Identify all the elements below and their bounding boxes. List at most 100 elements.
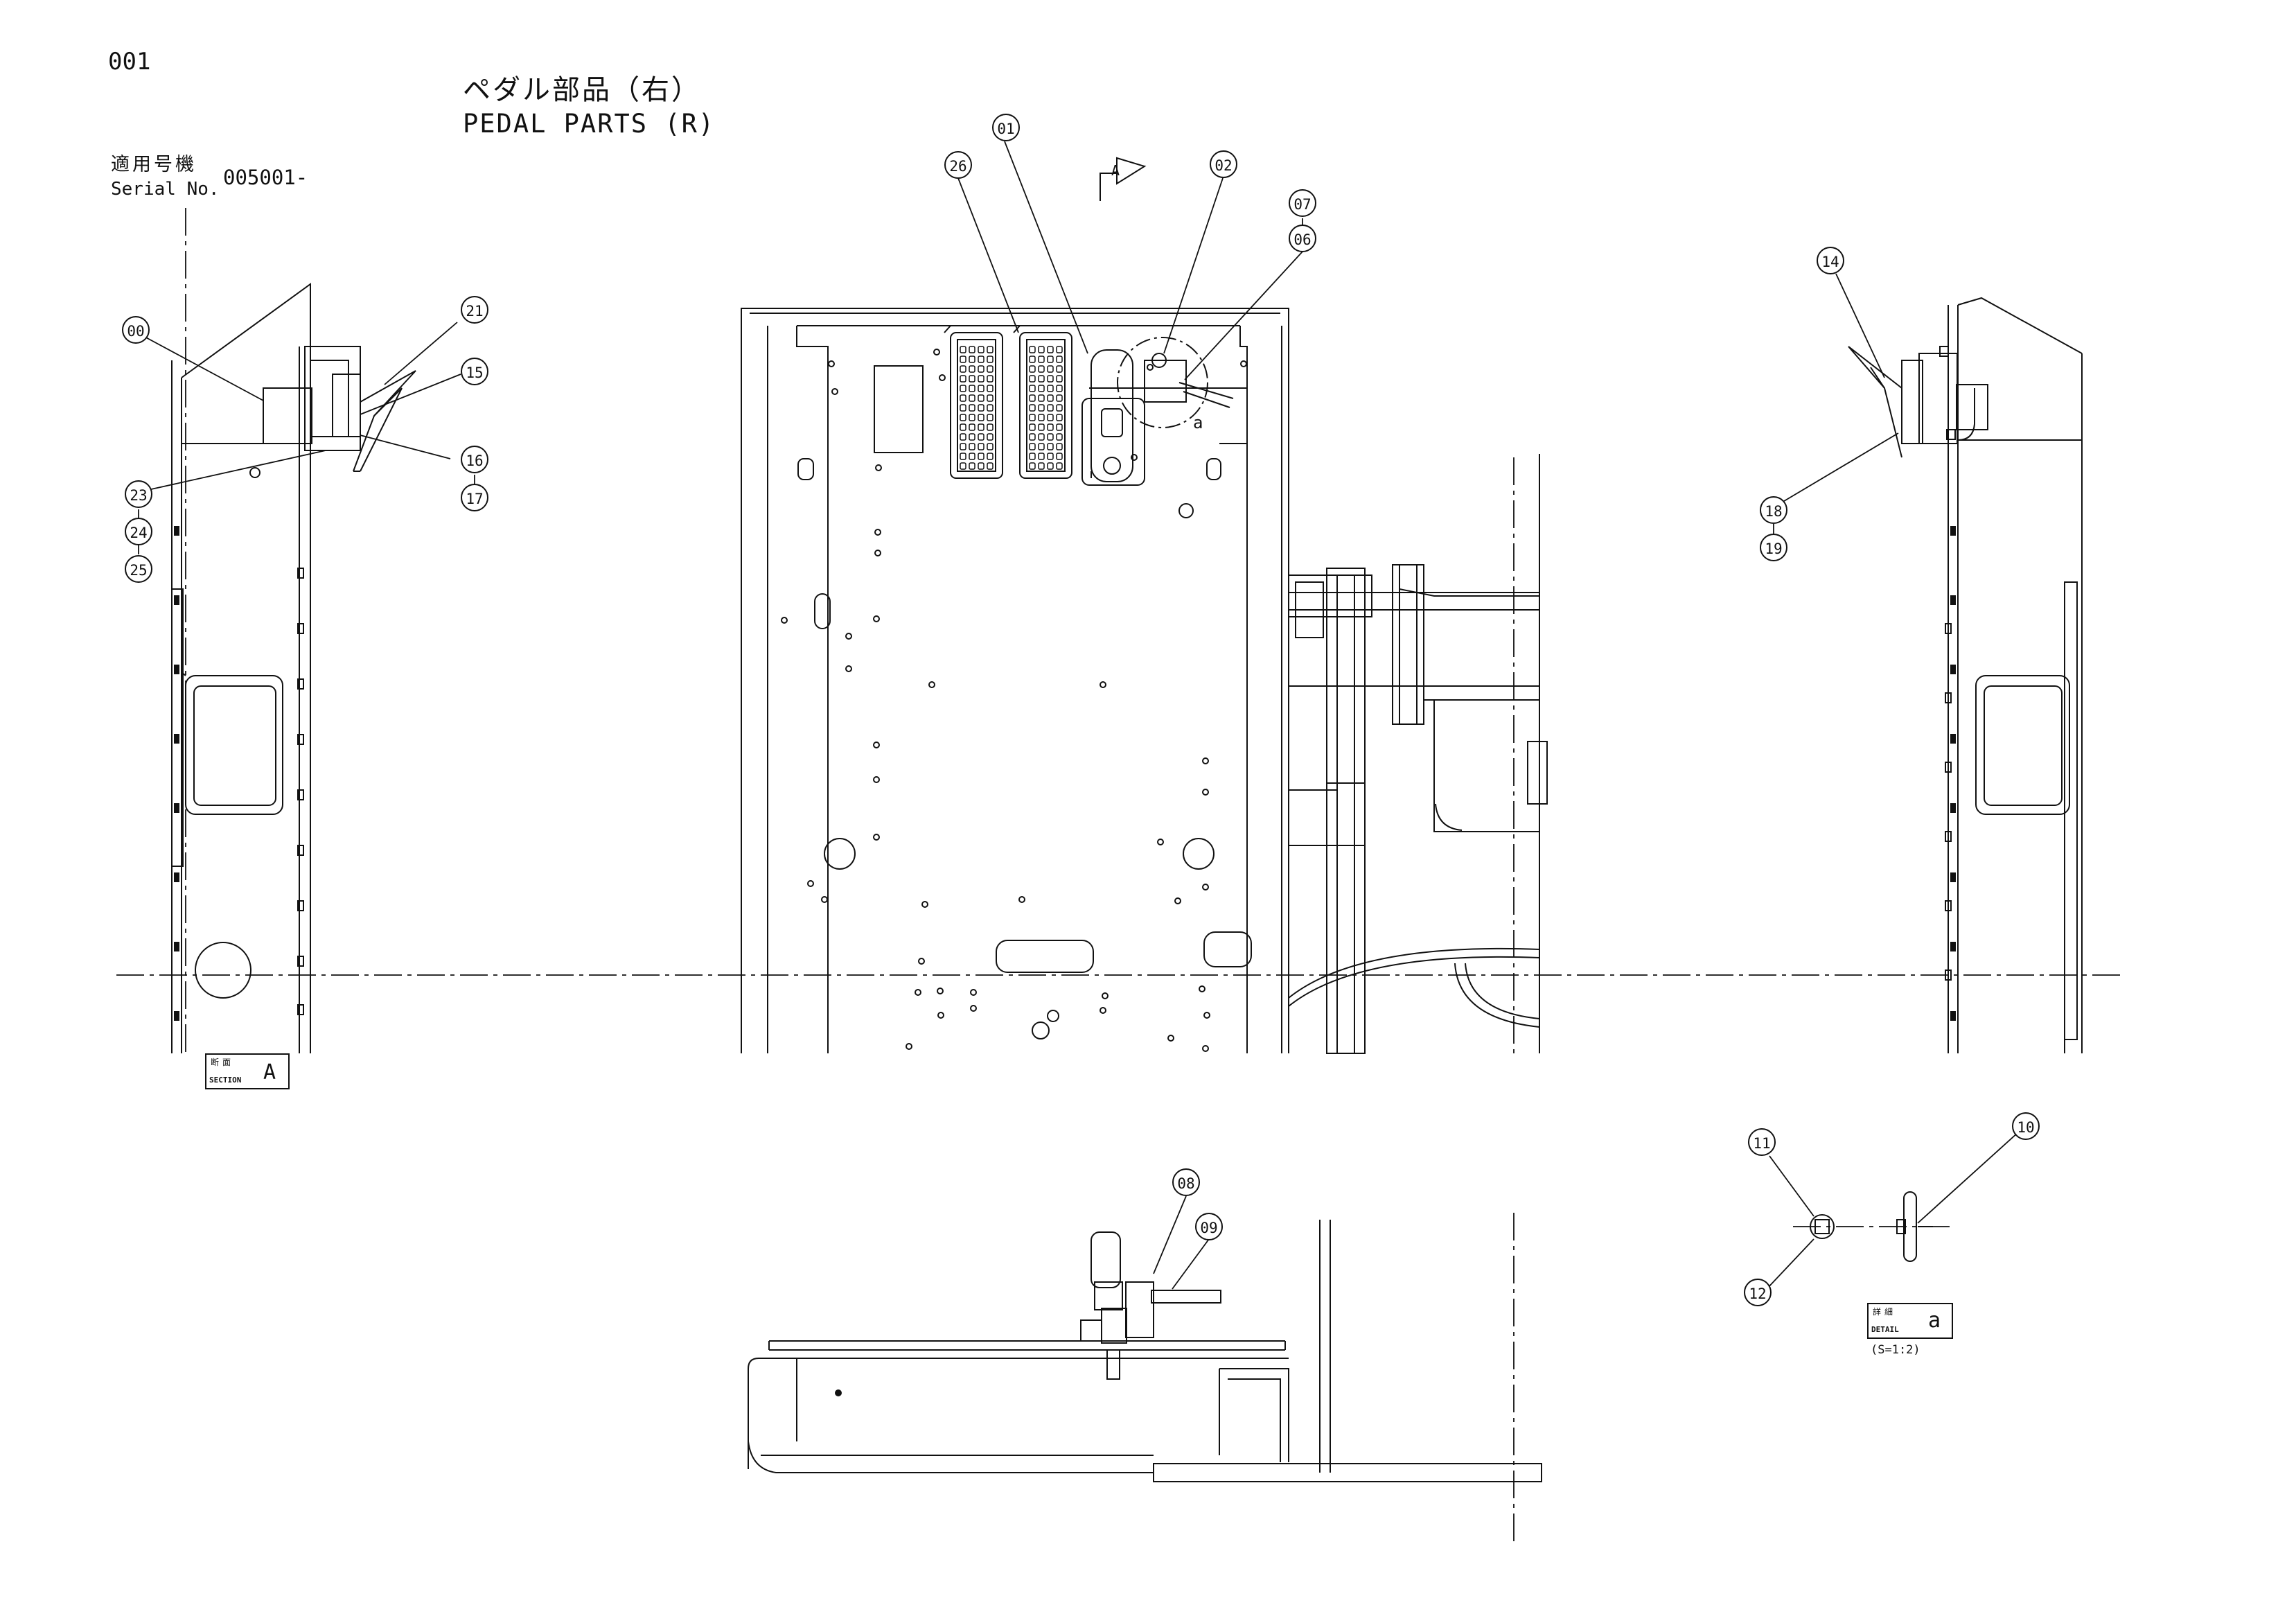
- pedal-tread-cell: [1029, 433, 1036, 441]
- pedal-tread-cell: [987, 462, 994, 470]
- plan-hole: [845, 665, 852, 672]
- frame-pins: [174, 526, 1956, 1021]
- view-arrow-a: [1100, 157, 1147, 201]
- pedal-tread-cell: [1038, 453, 1045, 460]
- title-japanese: ペダル部品（右）: [463, 74, 701, 106]
- callout-11: 11: [1748, 1128, 1776, 1156]
- detail-label-box: 詳細 DETAIL a: [1867, 1303, 1953, 1339]
- plan-hole: [807, 880, 814, 887]
- view-arrow-letter: A: [1111, 162, 1120, 179]
- pedal-tread-cell: [987, 394, 994, 402]
- pedal-tread-cell: [1029, 423, 1036, 431]
- frame-pin: [1950, 872, 1956, 882]
- pedal-tread-cell: [1047, 433, 1054, 441]
- plan-hole: [828, 360, 835, 367]
- pedal-tread-cell: [1056, 385, 1063, 392]
- plan-hole: [873, 834, 880, 841]
- plan-holes: [781, 349, 1247, 1052]
- pedal-tread-cell: [1029, 385, 1036, 392]
- callout-12: 12: [1744, 1279, 1772, 1306]
- pedal-tread-cell: [1029, 443, 1036, 450]
- plan-hole: [1202, 757, 1209, 764]
- plan-hole: [821, 896, 828, 903]
- pedal-tread-cell: [978, 433, 984, 441]
- pedal-tread-cell: [987, 346, 994, 353]
- callout-02: 02: [1210, 150, 1237, 178]
- pedal-tread-cell: [1047, 385, 1054, 392]
- frame-pin: [1950, 803, 1956, 813]
- pedal-tread-cell: [1047, 346, 1054, 353]
- pedal-tread-cell: [978, 423, 984, 431]
- pedal-tread-cell: [969, 453, 975, 460]
- plan-hole: [1167, 1035, 1174, 1042]
- frame-pin: [1950, 665, 1956, 674]
- plan-hole: [937, 1012, 944, 1019]
- pedal-tread-cell: [960, 375, 966, 383]
- callout-15: 15: [461, 358, 488, 385]
- pedal-tread-cell: [969, 443, 975, 450]
- center-lines: [116, 208, 2120, 1542]
- central-plan-view: [741, 308, 1289, 1053]
- callout-21: 21: [461, 296, 488, 324]
- pedal-tread-cell: [969, 375, 975, 383]
- pedal-tread-cell: [1056, 453, 1063, 460]
- plan-hole: [874, 550, 881, 556]
- pedal-tread-cell: [1038, 414, 1045, 421]
- pedal-tread-cell: [1047, 443, 1054, 450]
- plan-hole: [1157, 839, 1164, 845]
- plan-hole: [970, 1005, 977, 1012]
- pedal-tread-cell: [960, 404, 966, 412]
- pedal-tread-cell: [987, 365, 994, 373]
- pedal-tread-cell: [1056, 356, 1063, 363]
- callout-25: 25: [125, 555, 152, 583]
- pedal-tread-cell: [978, 443, 984, 450]
- pedal-tread-cell: [1029, 453, 1036, 460]
- frame-side-structure: [1288, 454, 1548, 1054]
- pedal-tread-cell: [1056, 375, 1063, 383]
- pedal-tread-cell: [987, 443, 994, 450]
- plan-hole: [873, 776, 880, 783]
- pedal-tread-cell: [969, 423, 975, 431]
- pedal-tread-cell: [1038, 365, 1045, 373]
- pedal-tread-cell: [1038, 385, 1045, 392]
- frame-pin: [1950, 526, 1956, 536]
- pedal-tread-cell: [987, 423, 994, 431]
- plan-hole: [937, 988, 944, 994]
- serial-label-japanese: 適用号機: [111, 154, 197, 175]
- section-label-letter: A: [263, 1060, 276, 1085]
- pedal-tread-cell: [1056, 423, 1063, 431]
- pedal-tread-cell: [1029, 404, 1036, 412]
- pedal-tread-cell: [969, 394, 975, 402]
- frame-pin: [174, 803, 179, 813]
- plan-hole: [1100, 681, 1106, 688]
- plan-hole: [845, 633, 852, 640]
- pedal-tread-cell: [969, 356, 975, 363]
- pedal-tread-cell: [960, 394, 966, 402]
- callout-17: 17: [461, 484, 488, 511]
- pedal-tread-cell: [960, 356, 966, 363]
- detail-a-view: [1810, 1191, 1933, 1262]
- section-label-english: SECTION: [209, 1076, 242, 1085]
- pedal-tread-cell: [960, 453, 966, 460]
- plan-hole: [1102, 992, 1109, 999]
- pedal-tread-cell: [1038, 423, 1045, 431]
- callout-16: 16: [461, 446, 488, 473]
- callout-18: 18: [1760, 496, 1787, 524]
- pedal-tread-cell: [1047, 414, 1054, 421]
- pedal-tread-cell: [1029, 394, 1036, 402]
- pedal-tread-cell: [1029, 356, 1036, 363]
- callout-24: 24: [125, 518, 152, 545]
- pedal-tread-cell: [1038, 356, 1045, 363]
- plan-hole: [970, 989, 977, 996]
- plan-hole: [1202, 1045, 1209, 1052]
- plan-hole: [1240, 360, 1247, 367]
- plan-hole: [1203, 1012, 1210, 1019]
- pedal-tread-cell: [1029, 346, 1036, 353]
- pedal-tread-cell: [1056, 346, 1063, 353]
- frame-pin: [174, 665, 179, 674]
- pedal-tread-cell: [960, 365, 966, 373]
- frame-pin: [1950, 734, 1956, 744]
- pedal-tread-cell: [1029, 375, 1036, 383]
- pedal-tread-cell: [987, 404, 994, 412]
